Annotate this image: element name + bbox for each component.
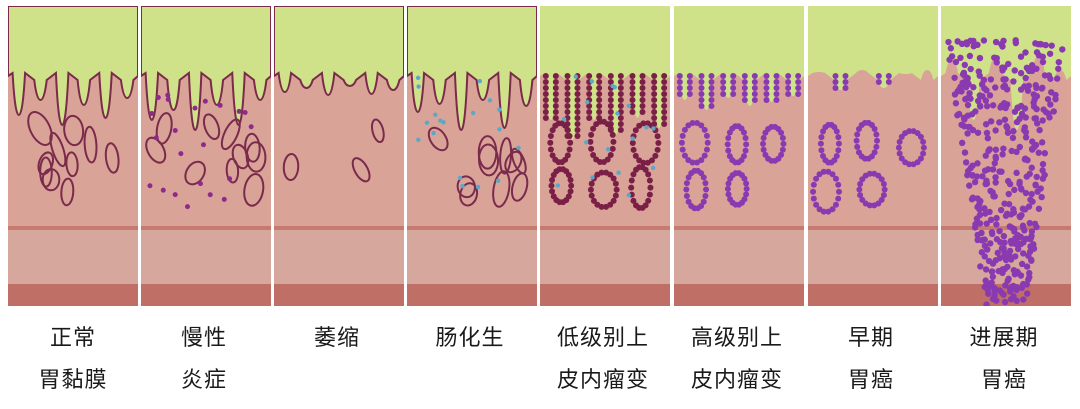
stage-label-high-grade-dysplasia: 高级别上皮内瘤变: [690, 326, 783, 393]
panel-advanced-cancer: [941, 6, 1071, 306]
panel-chronic-inflammation: [141, 6, 271, 306]
stage-labels: 正常胃黏膜 慢性炎症 萎缩 肠化生 低级别上皮内瘤变 高级别上皮内瘤变 早期胃癌…: [0, 318, 1080, 409]
panel-intestinal-metaplasia: [407, 6, 537, 306]
panel-normal: [8, 6, 138, 306]
stage-label-intestinal-metaplasia: 肠化生: [435, 326, 505, 351]
panel-low-grade-dysplasia: [540, 6, 670, 306]
stage-label-advanced-cancer: 进展期胃癌: [969, 326, 1039, 393]
stage-label-atrophy: 萎缩: [313, 326, 360, 351]
panel-atrophy: [274, 6, 404, 306]
panel-early-cancer: [808, 6, 938, 306]
stage-label-early-cancer: 早期胃癌: [847, 326, 894, 393]
gastric-progression-diagram: [8, 6, 1071, 306]
stage-label-low-grade-dysplasia: 低级别上皮内瘤变: [556, 326, 649, 393]
stage-label-normal: 正常胃黏膜: [38, 326, 108, 393]
panel-high-grade-dysplasia: [674, 6, 804, 306]
stage-label-chronic-inflammation: 慢性炎症: [180, 326, 227, 393]
